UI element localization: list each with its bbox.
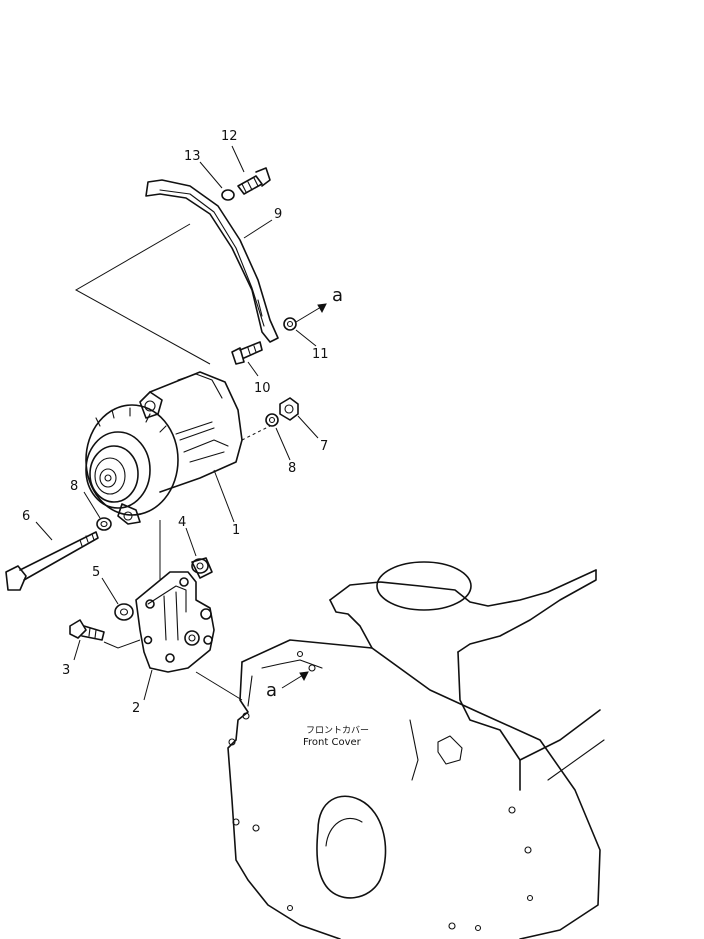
callout-6: 6 [22,509,30,524]
callout-2: 2 [132,701,140,716]
callout-8-left: 8 [70,479,78,494]
alternator [85,371,243,525]
callout-12: 12 [221,129,238,144]
reference-a-top: a [332,285,343,306]
adjusting-strap [145,179,279,343]
callout-8-right: 8 [288,461,296,476]
callout-5: 5 [92,565,100,580]
callout-3: 3 [62,663,70,678]
washer-11 [283,317,297,331]
front-cover-label-en: Front Cover [303,737,362,748]
front-cover-label-jp: フロントカバー [306,725,369,736]
callout-4: 4 [178,515,186,530]
bolt-10 [231,341,263,365]
callout-7: 7 [320,439,328,454]
washer-8-right [265,413,279,427]
engine-front-cover [227,561,605,939]
washer-8-left [96,517,112,531]
callout-13: 13 [184,149,201,164]
callout-11: 11 [312,347,329,362]
callout-1: 1 [232,523,240,538]
washer-13 [221,189,235,201]
callout-10: 10 [254,381,271,396]
callout-9: 9 [274,207,282,222]
collar-4 [191,557,213,579]
collar-5 [114,603,134,621]
bolt-12 [237,167,271,195]
bolt-6 [5,531,99,591]
nut-7 [279,397,299,421]
reference-a-bottom: a [266,680,277,701]
bolt-3 [69,619,105,641]
alternator-bracket [135,571,215,673]
